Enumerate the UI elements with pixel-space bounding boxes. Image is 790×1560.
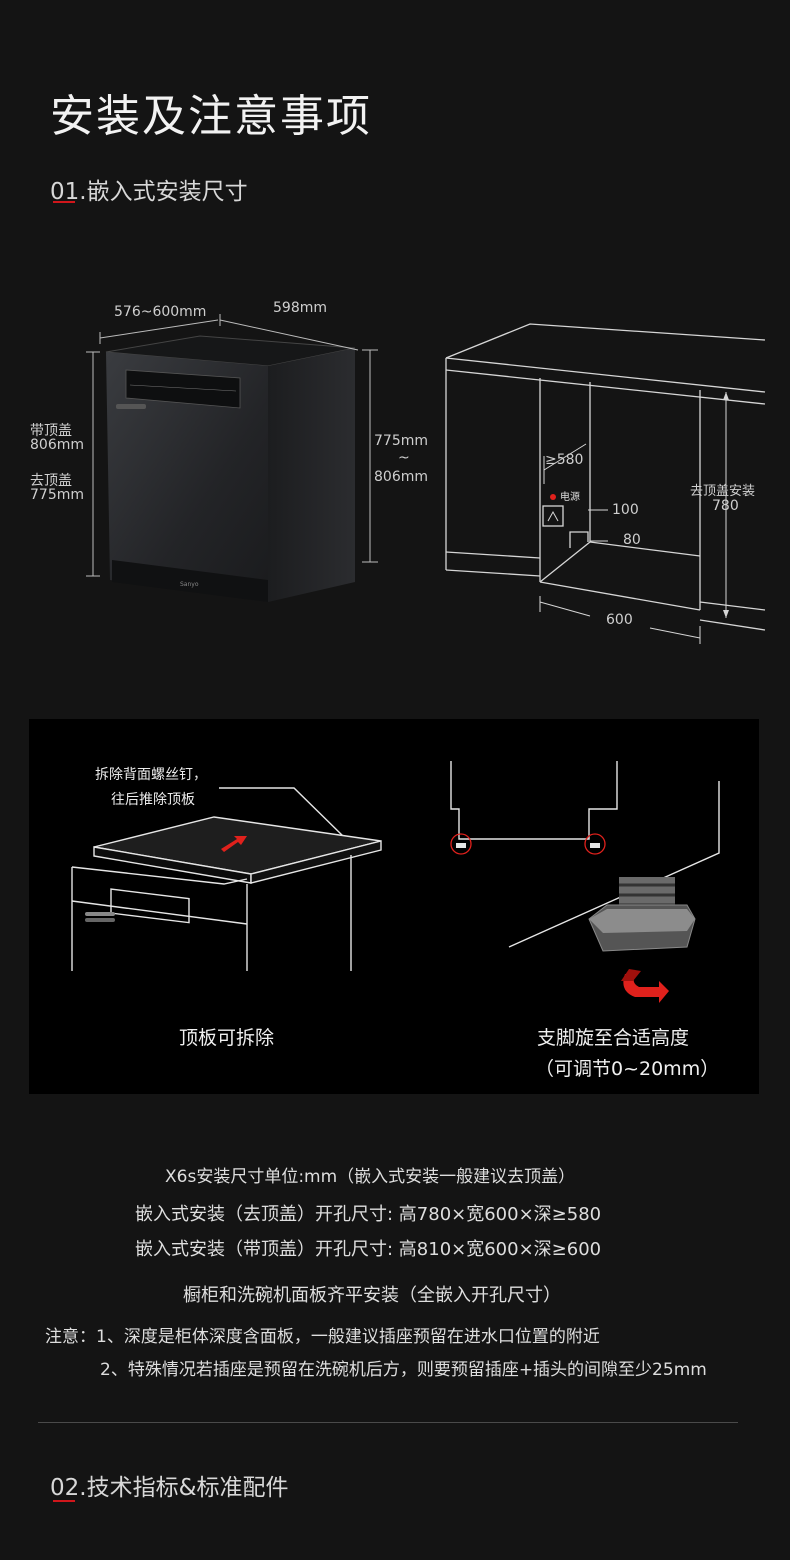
height-bottom-value: 806mm — [374, 469, 428, 485]
foot-adjust-range: （可调节0~20mm） — [535, 1058, 720, 1080]
height-top-value: 775mm — [374, 433, 428, 449]
niche-width-label: 600 — [606, 612, 633, 628]
inlet-height-label: 80 — [623, 532, 641, 548]
without-cover-label: 去顶盖 — [30, 473, 72, 489]
cabinet-niche-diagram — [440, 320, 770, 650]
install-height-value: 780 — [712, 498, 739, 514]
foot-adjust-caption: 支脚旋至合适高度 — [537, 1027, 690, 1049]
dishwasher-dimension-diagram: Sanyo — [0, 290, 420, 650]
niche-depth-label: ≥580 — [545, 452, 584, 468]
section-title-specs: 02.技术指标&标准配件 — [50, 1475, 289, 1501]
brand-logo: Sanyo — [180, 581, 199, 588]
instruction-panel: 拆除背面螺丝钉， 往后推除顶板 顶板可拆除 支脚旋至合适高度 （可调节0~20m… — [29, 719, 759, 1094]
caution-note-1: 注意：1、深度是柜体深度含面板，一般建议插座预留在进水口位置的附近 — [45, 1327, 600, 1347]
section-divider — [38, 1422, 738, 1423]
depth-dimension: 576~600mm — [114, 304, 207, 320]
install-unit-note: X6s安装尺寸单位:mm（嵌入式安装一般建议去顶盖） — [165, 1167, 576, 1187]
opening-size-with-cover: 嵌入式安装（带顶盖）开孔尺寸: 高810×宽600×深≥600 — [135, 1239, 602, 1260]
section-underline — [53, 201, 75, 203]
page-title: 安装及注意事项 — [50, 91, 372, 142]
flush-install-note: 橱柜和洗碗机面板齐平安装（全嵌入开孔尺寸） — [183, 1285, 561, 1306]
removable-top-caption: 顶板可拆除 — [179, 1027, 275, 1049]
with-cover-label: 带顶盖 — [30, 423, 72, 439]
power-dot-icon — [550, 494, 556, 500]
without-cover-value: 775mm — [30, 487, 84, 503]
remove-top-callout-line1: 拆除背面螺丝钉， — [95, 767, 207, 783]
section-underline-2 — [53, 1500, 75, 1502]
section-title-installation: 01.嵌入式安装尺寸 — [50, 179, 248, 205]
with-cover-value: 806mm — [30, 437, 84, 453]
width-dimension: 598mm — [273, 300, 327, 316]
power-socket-label: 电源 — [550, 488, 580, 503]
install-height-label: 去顶盖安装 — [690, 484, 756, 499]
height-tilde: ~ — [398, 450, 410, 466]
remove-top-callout-line2: 往后推除顶板 — [111, 792, 195, 808]
opening-size-no-cover: 嵌入式安装（去顶盖）开孔尺寸: 高780×宽600×深≥580 — [135, 1204, 602, 1225]
caution-note-2: 2、特殊情况若插座是预留在洗碗机后方，则要预留插座+插头的间隙至少25mm — [100, 1360, 707, 1380]
socket-height-label: 100 — [612, 502, 639, 518]
